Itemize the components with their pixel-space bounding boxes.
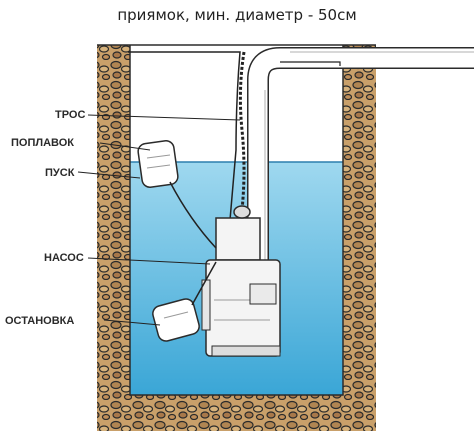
rope	[238, 51, 246, 211]
leader-float	[99, 142, 151, 151]
submersible-pump-icon	[201, 205, 281, 357]
leader-start	[77, 171, 141, 179]
diagram-title: приямок, мин. диаметр - 50см	[117, 6, 356, 24]
discharge-pipe-icon	[247, 47, 474, 300]
leader-cable	[87, 114, 241, 121]
float-switch-lower-icon	[152, 261, 217, 342]
label-pump: НАСОС	[44, 252, 84, 264]
leader-stop	[103, 319, 161, 326]
float-switch-upper-icon	[137, 139, 217, 249]
label-stop: ОСТАНОВКА	[5, 315, 74, 327]
label-start: ПУСК	[45, 167, 75, 179]
right-stone-wall	[343, 45, 376, 430]
label-float: ПОПЛАВОК	[11, 137, 74, 149]
label-cable: ТРОС	[55, 109, 85, 121]
pit-inner-outline	[129, 45, 344, 396]
bottom-stone-floor	[97, 395, 376, 431]
left-stone-wall	[97, 45, 130, 430]
leader-pump	[87, 257, 211, 265]
power-cable	[128, 51, 241, 221]
power-cable-wire-2	[280, 61, 341, 66]
